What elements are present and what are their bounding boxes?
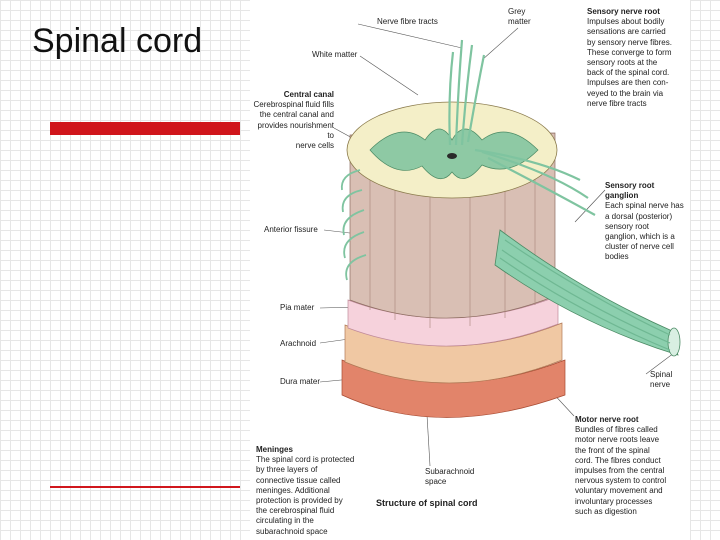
diagram-caption: Structure of spinal cord [376, 498, 478, 508]
label-arachnoid: Arachnoid [280, 339, 317, 348]
label-white-matter: White matter [312, 50, 358, 59]
label-dura-mater: Dura mater [280, 377, 321, 386]
block-meninges: Meninges The spinal cord is protected by… [256, 445, 355, 536]
footer-accent-line [50, 486, 240, 488]
label-subarachnoid-line2: space [425, 477, 447, 486]
diagram-panel: Nerve fibre tracts Grey matter White mat… [250, 0, 690, 540]
label-nerve-fibre-tracts: Nerve fibre tracts [377, 17, 438, 26]
title-accent-bar [50, 122, 240, 135]
block-central-canal: Central canal Cerebrospinal fluid fills … [253, 90, 334, 151]
block-sensory-nerve-root: Sensory nerve root Impulses about bodily… [587, 7, 672, 108]
label-anterior-fissure: Anterior fissure [264, 225, 318, 234]
label-subarachnoid-line1: Subarachnoid [425, 467, 475, 476]
label-grey-matter-line2: matter [508, 17, 531, 26]
slide-title: Spinal cord [32, 22, 203, 60]
label-spinal-nerve-line1: Spinal [650, 370, 673, 379]
label-spinal-nerve-line2: nerve [650, 380, 671, 389]
label-grey-matter-line1: Grey [508, 7, 526, 16]
label-pia-mater: Pia mater [280, 303, 315, 312]
block-motor-nerve-root: Motor nerve root Bundles of fibres calle… [575, 415, 667, 516]
block-sensory-root-ganglion: Sensory root ganglion Each spinal nerve … [605, 181, 684, 262]
spinal-cord-illustration [319, 23, 681, 467]
